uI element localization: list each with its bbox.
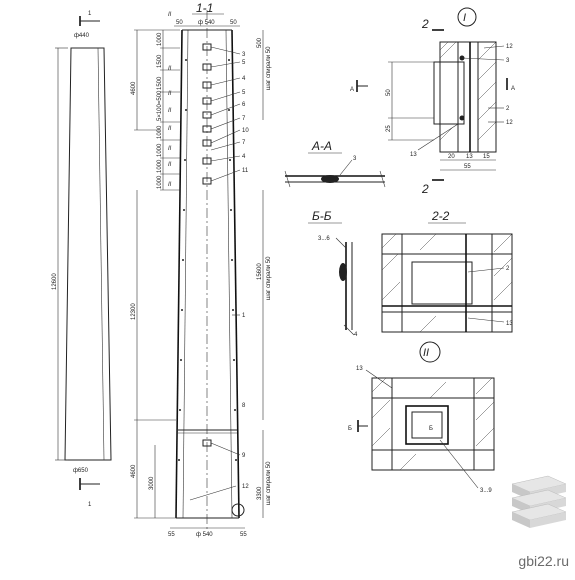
s11-left-dim-4: 1000 xyxy=(157,125,163,139)
detail-I-callout-3: 12 xyxy=(506,120,513,126)
detail-I-section-mark-bottom: 2 xyxy=(421,182,429,196)
detail-I-mark: I xyxy=(463,12,466,24)
side-section-mark-bottom: 1 xyxy=(88,502,92,508)
section-A-A: A-A 3 xyxy=(284,139,386,188)
side-top-diameter: ф440 xyxy=(74,33,90,39)
s11-right-dim-0: 15600 xyxy=(257,263,263,280)
side-bottom-diameter: ф650 xyxy=(73,468,89,474)
s11-callout-4: 6 xyxy=(242,102,246,108)
s11-left-dim-1: 1500 xyxy=(157,54,163,68)
section-BB-title: Б-Б xyxy=(312,209,332,223)
section-22-callout-0: 2 xyxy=(506,266,510,272)
pole-outline xyxy=(64,47,112,461)
detail-I-section-mark: 2 xyxy=(421,17,429,31)
s11-bottom-dim-0: 55 xyxy=(168,532,175,538)
s11-callout-12: 9 xyxy=(242,453,246,459)
detail-I-dim-0: 50 xyxy=(386,89,392,96)
s11-lower-dim-1: 3000 xyxy=(149,476,155,490)
section-BB-callout-0: 3...6 xyxy=(318,236,330,242)
s11-callout-2: 4 xyxy=(242,76,246,82)
s11-note-2: шаг спирали 50 xyxy=(266,461,272,505)
s11-mark-4: II xyxy=(168,126,172,132)
s11-mark-1: II xyxy=(168,66,172,72)
s11-right-dim-1: 3300 xyxy=(257,486,263,500)
s11-left-dim-7: 1000 xyxy=(157,175,163,189)
s11-top-dim-2: 50 xyxy=(230,20,237,26)
s11-callout-9: 11 xyxy=(242,168,249,174)
detail-II-callout-1: 3...9 xyxy=(480,488,492,494)
s11-callout-13: 12 xyxy=(242,484,249,490)
section-1-1-title: 1-1 xyxy=(196,1,213,15)
s11-upper-left: 4600 xyxy=(131,81,137,95)
s11-mark-7: II xyxy=(168,182,172,188)
detail-I-dim-2: 20 xyxy=(448,154,455,160)
side-section-mark-top: 1 xyxy=(88,11,92,17)
detail-I-dim-4: 15 xyxy=(483,154,490,160)
s11-mark-2: II xyxy=(168,91,172,97)
section-1-1: 1-1 50 ф 540 50 xyxy=(131,1,272,538)
s11-note-0: шаг спирали 50 xyxy=(266,46,272,90)
detail-II-mark: II xyxy=(423,347,429,359)
section-AA-title: A-A xyxy=(311,139,332,153)
s11-left-dim-3: 5×100=500 xyxy=(157,90,163,121)
s11-mark-6: II xyxy=(168,162,172,168)
detail-I-dim-5: 55 xyxy=(464,164,471,170)
detail-II-callout-0: 13 xyxy=(356,366,363,372)
s11-note-1: шаг спирали 50 xyxy=(266,256,272,300)
s11-callout-8: 4 xyxy=(242,154,246,160)
s11-top-dim-0: 50 xyxy=(176,20,183,26)
s11-left-dim-0: 1000 xyxy=(157,32,163,46)
section-AA-callout: 3 xyxy=(353,156,357,162)
s11-section-marks: II II II II II II II II xyxy=(168,12,172,188)
s11-callout-10: 1 xyxy=(242,313,246,319)
detail-II-arrow-left: Б xyxy=(348,426,352,432)
detail-I-arrow-right: A xyxy=(511,86,515,92)
section-22-title: 2-2 xyxy=(431,209,450,223)
detail-I-callout-2: 2 xyxy=(506,106,510,112)
detail-I-dim-1: 25 xyxy=(386,125,392,132)
s11-left-dim-6: 1000 xyxy=(157,159,163,173)
side-length: 12600 xyxy=(52,273,58,290)
detail-I-callout-4: 13 xyxy=(410,152,417,158)
s11-mark-3: II xyxy=(168,108,172,114)
s11-bottom-dim-1: ф 540 xyxy=(196,532,213,538)
s11-callout-5: 7 xyxy=(242,116,246,122)
s11-callout-1: 5 xyxy=(242,60,246,66)
s11-callout-0: 3 xyxy=(242,52,246,58)
s11-mark-5: II xyxy=(168,146,172,152)
section-B-B: Б-Б 3...6 4 xyxy=(308,209,358,338)
s11-left-dim-5: 1000 xyxy=(157,143,163,157)
s11-callout-11: 8 xyxy=(242,403,246,409)
section-2-2: 2-2 2 13 xyxy=(381,209,513,333)
s11-middle-dim: 12300 xyxy=(131,303,137,320)
detail-I-arrow-left: A xyxy=(350,87,354,93)
s11-left-dim-2: 1500 xyxy=(157,76,163,90)
detail-I-callout-1: 3 xyxy=(506,58,510,64)
s11-mark-0: II xyxy=(168,12,172,18)
site-logo-icon xyxy=(511,475,567,528)
s11-callout-6: 10 xyxy=(242,128,249,134)
s11-bottom-dim-2: 55 xyxy=(240,532,247,538)
site-watermark: gbi22.ru xyxy=(518,553,569,569)
side-view: 1 ф440 12600 ф650 1 xyxy=(52,11,112,508)
detail-II-arrow-inner: Б xyxy=(429,426,433,432)
detail-II: II Б Б 13 3...9 xyxy=(348,341,495,494)
detail-I-dim-3: 13 xyxy=(466,154,473,160)
detail-I: 2 I A A 50 25 20 13 15 xyxy=(350,7,515,196)
s11-top-dim-1: ф 540 xyxy=(198,20,215,26)
s11-callout-7: 7 xyxy=(242,140,246,146)
detail-I-callout-0: 12 xyxy=(506,44,513,50)
s11-right-dim-500: 500 xyxy=(257,37,263,48)
section-22-callout-1: 13 xyxy=(506,321,513,327)
s11-callout-3: 5 xyxy=(242,90,246,96)
section-BB-callout-1: 4 xyxy=(354,332,358,338)
s11-lower-dim-0: 4600 xyxy=(131,464,137,478)
